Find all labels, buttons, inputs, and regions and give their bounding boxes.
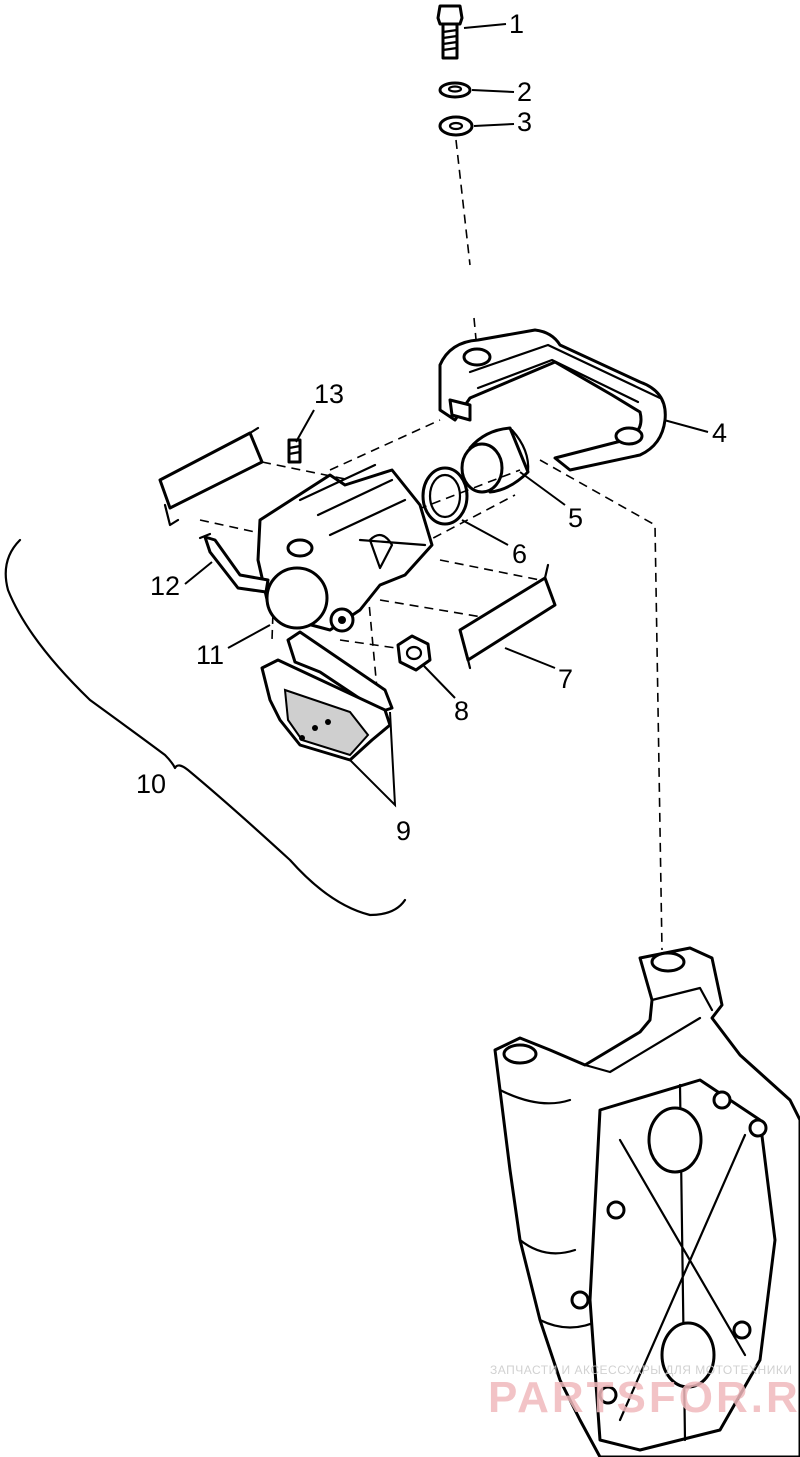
callout-2: 2 <box>517 77 532 107</box>
flat-washer <box>438 115 474 137</box>
bleed-screw <box>287 438 302 464</box>
callout-7: 7 <box>558 664 573 694</box>
pad-retaining-clip <box>458 563 557 670</box>
lock-washer <box>438 81 472 99</box>
callout-4: 4 <box>712 418 727 448</box>
callout-5: 5 <box>568 503 583 533</box>
pad-kit-brace <box>4 538 407 917</box>
bolt <box>436 4 464 60</box>
brake-line-fitting <box>198 532 270 594</box>
watermark: ЗАПЧАСТИ И АКСЕССУАРЫ ДЛЯ МОТОТЕХНИКИ PA… <box>488 1363 800 1422</box>
pad-shim-left <box>158 426 264 527</box>
caliper-body <box>256 463 434 633</box>
bolt-alignment-line <box>455 139 471 266</box>
callout-8: 8 <box>454 696 469 726</box>
callout-10: 10 <box>136 769 166 799</box>
callout-11: 11 <box>196 640 224 670</box>
watermark-brand: PARTSFOR.RU <box>488 1373 800 1422</box>
caliper-piston <box>460 426 530 494</box>
callout-6: 6 <box>512 539 527 569</box>
watermark-tagline: ЗАПЧАСТИ И АКСЕССУАРЫ ДЛЯ МОТОТЕХНИКИ <box>490 1363 792 1377</box>
callout-1: 1 <box>509 9 524 39</box>
caliper-bracket <box>438 328 667 472</box>
callout-13: 13 <box>314 379 344 409</box>
callout-leaders <box>184 23 709 808</box>
brake-pad-outer <box>260 658 392 762</box>
chaincase-housing <box>493 946 800 1457</box>
callout-9: 9 <box>396 816 411 846</box>
piston-seal <box>421 466 469 526</box>
callout-12: 12 <box>150 571 180 601</box>
callout-3: 3 <box>517 107 532 137</box>
caliper-nut <box>396 634 432 672</box>
